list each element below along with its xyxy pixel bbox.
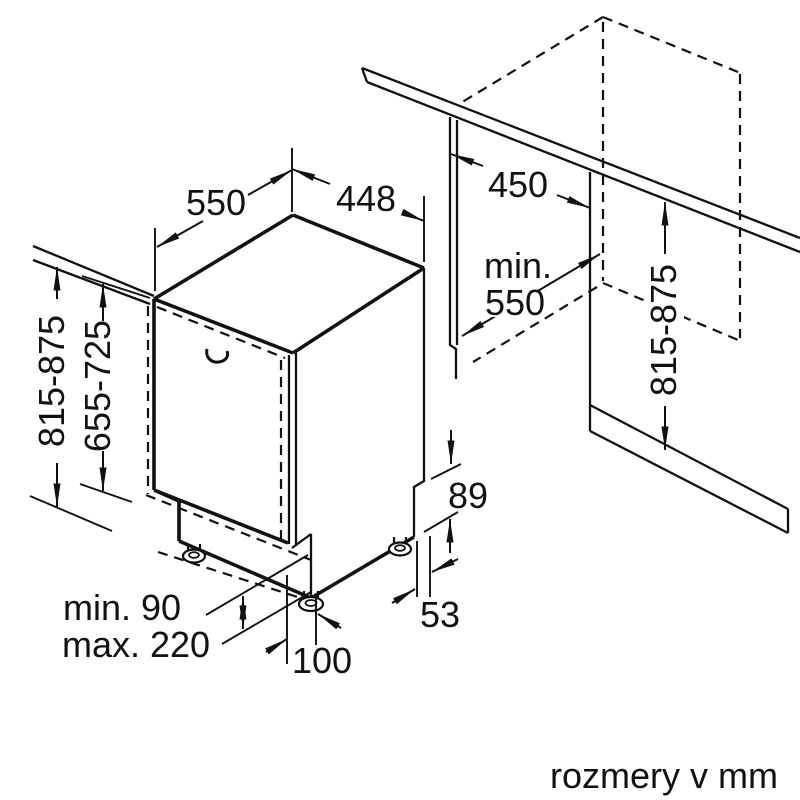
countertop-lines [32, 66, 800, 306]
foot-front [297, 591, 325, 613]
foot-rear [387, 537, 413, 557]
rear-offset-arrow-right [431, 558, 459, 573]
foot-inset-arrow-right [317, 613, 342, 630]
depth-dim-arrow-right [247, 169, 293, 196]
niche-depth-min-value-label: 550 [485, 282, 545, 323]
rear-offset-arrow-left [391, 588, 416, 605]
niche-width-arrow-left [450, 153, 484, 167]
label-halo-niche-depth-prefix [484, 254, 554, 279]
width-dim-arrow-left [291, 168, 331, 185]
front-foot-inset-label: 100 [292, 640, 352, 681]
width-dim-arrow-right [400, 208, 425, 222]
appliance-outline [145, 213, 426, 613]
foot-left [181, 544, 207, 564]
niche-width-arrow-right [556, 194, 591, 209]
appliance-depth-label: 550 [186, 182, 246, 223]
label-halo-niche-depth-value [486, 291, 546, 317]
label-halo-height-right [644, 254, 684, 406]
countertop-left-segment [32, 244, 155, 306]
appliance-main-outline [152, 213, 425, 600]
plinth-min-label: min. 90 [63, 587, 181, 628]
niche-plinth-lines [588, 172, 790, 535]
dimension-annotations: 550 448 450 min. 550 815-875 655-725 815… [29, 148, 684, 681]
plinth-max-label: max. 220 [62, 624, 210, 665]
appliance-width-label: 448 [336, 178, 396, 219]
units-note: rozmery v mm [550, 755, 778, 796]
rear-foot-offset-label: 53 [420, 594, 460, 635]
countertop-right-segment [360, 66, 800, 254]
niche-dashed-edges [458, 15, 742, 363]
door-handle-icon [205, 348, 230, 364]
niche-width-label: 450 [488, 164, 548, 205]
niche-plinth [588, 172, 790, 535]
niche-dashed-box [458, 15, 742, 363]
depth-dim-arrow-left [156, 220, 204, 248]
rear-step-height-label: 89 [448, 475, 488, 516]
door-dashed-outline [145, 305, 317, 605]
niche-height-range-label: 815-875 [643, 264, 684, 396]
appliance-detail-lines [287, 268, 426, 598]
niche-depth-min-prefix-label: min. [484, 245, 552, 286]
appliance-feet [181, 537, 413, 613]
foot-inset-arrow-left [265, 638, 288, 655]
door-panel-height-range-label: 655-725 [77, 320, 118, 452]
appliance-height-range-label: 815-875 [31, 315, 72, 447]
dimension-arrows [53, 153, 669, 655]
